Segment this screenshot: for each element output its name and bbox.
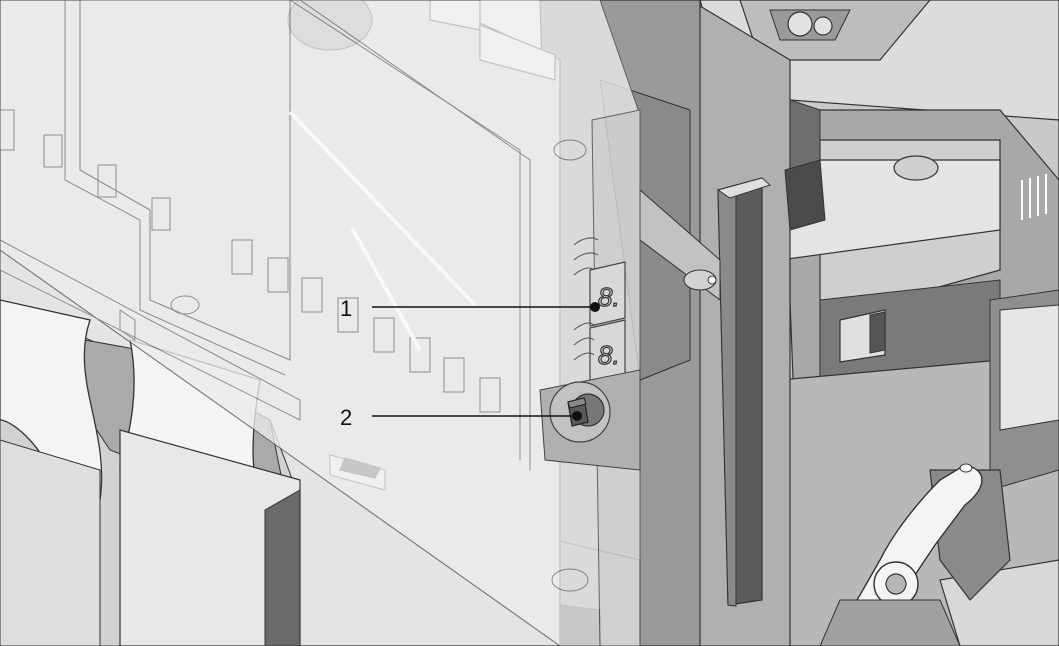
display-digit-lower: 8. xyxy=(598,340,620,370)
vertical-rail xyxy=(689,0,826,646)
callout-2: 2 xyxy=(340,405,582,430)
callout-label-1: 1 xyxy=(340,296,352,321)
circuit-board xyxy=(0,0,641,646)
push-button-icon xyxy=(539,369,641,471)
display-digit-upper: 8. xyxy=(598,282,620,312)
callout-1: 1 xyxy=(340,296,600,321)
callout-label-2: 2 xyxy=(340,405,352,430)
latch-lever-icon xyxy=(819,463,1011,646)
